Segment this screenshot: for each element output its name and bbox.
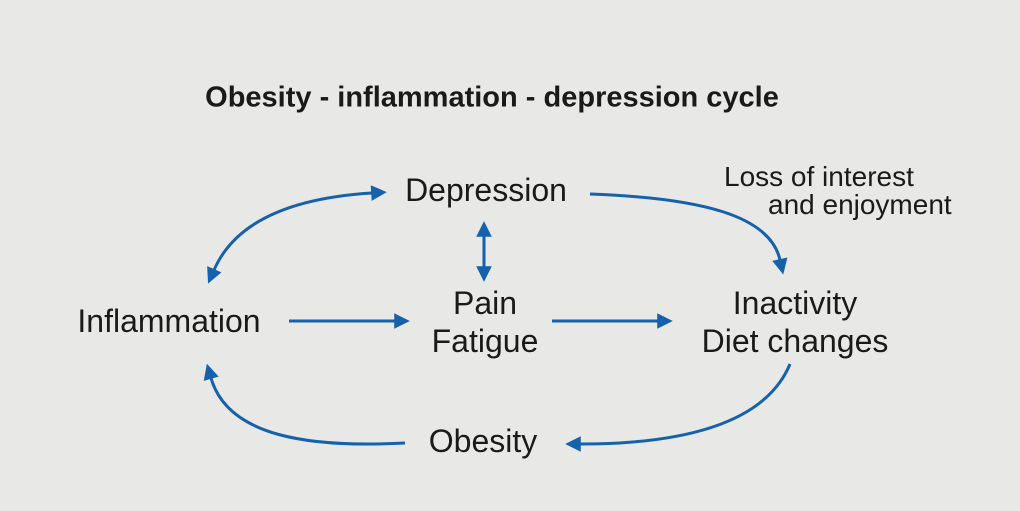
- node-pain-fatigue: Pain Fatigue: [432, 284, 539, 360]
- annotation-line-2: and enjoyment: [768, 189, 952, 220]
- arrow-inflammation-depression: [207, 185, 387, 284]
- node-depression: Depression: [405, 172, 567, 208]
- arrow-depression-inactivity: [589, 192, 788, 275]
- node-inactivity-line-2: Diet changes: [701, 323, 889, 359]
- node-pain-fatigue-line-2: Fatigue: [431, 323, 539, 359]
- diagram-title: Obesity - inflammation - depression cycl…: [205, 81, 779, 114]
- annotation-line-1: Loss of interest: [724, 161, 914, 192]
- node-inactivity-diet-changes: Inactivity Diet changes: [702, 284, 889, 360]
- node-obesity: Obesity: [428, 423, 538, 459]
- node-inactivity-line-1: Inactivity: [732, 285, 858, 321]
- annotation-loss-of-interest: Loss of interest and enjoyment: [724, 163, 952, 219]
- arrow-inactivity-obesity: [565, 363, 792, 452]
- node-pain-fatigue-line-1: Pain: [452, 285, 518, 321]
- arrow-obesity-inflammation: [203, 363, 406, 446]
- node-inflammation: Inflammation: [77, 303, 261, 339]
